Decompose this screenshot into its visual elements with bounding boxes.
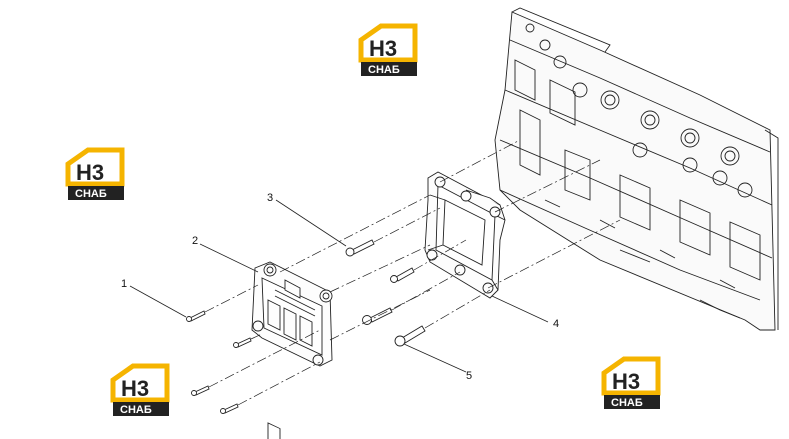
screw-1 bbox=[186, 310, 206, 322]
bolt-3 bbox=[345, 239, 375, 257]
watermark-logo-bottom-right: H3 СНАБ bbox=[600, 355, 662, 411]
assembly-lines bbox=[204, 139, 621, 406]
callout-2: 2 bbox=[192, 235, 198, 247]
screw-lower-a bbox=[233, 337, 252, 348]
logo-snab-text: СНАБ bbox=[368, 64, 400, 76]
screw-lower-b bbox=[191, 385, 210, 396]
callout-3: 3 bbox=[267, 192, 273, 204]
screw-lower-c bbox=[220, 403, 239, 414]
logo-snab-text: СНАБ bbox=[120, 404, 152, 416]
callout-5: 5 bbox=[466, 370, 472, 382]
logo-snab-text: СНАБ bbox=[75, 188, 107, 200]
watermark-logo-left: H3 СНАБ bbox=[64, 146, 126, 202]
watermark-logo-bottom-left: H3 СНАБ bbox=[109, 362, 171, 418]
ecu-module bbox=[251, 261, 333, 439]
bolt-middle bbox=[362, 307, 393, 325]
logo-h3-text: H3 bbox=[121, 376, 149, 401]
logo-h3-text: H3 bbox=[369, 36, 397, 61]
logo-snab-text: СНАБ bbox=[611, 397, 643, 409]
logo-h3-text: H3 bbox=[612, 369, 640, 394]
mounting-bracket bbox=[424, 171, 506, 299]
callout-1: 1 bbox=[121, 278, 127, 290]
engine-block bbox=[494, 7, 779, 331]
callout-4: 4 bbox=[553, 318, 559, 330]
leader-lines bbox=[129, 199, 549, 373]
logo-h3-text: H3 bbox=[76, 160, 104, 185]
bolt-5 bbox=[394, 325, 426, 347]
bolt-upper-mid bbox=[390, 267, 415, 283]
watermark-logo-top: H3 СНАБ bbox=[357, 22, 419, 78]
